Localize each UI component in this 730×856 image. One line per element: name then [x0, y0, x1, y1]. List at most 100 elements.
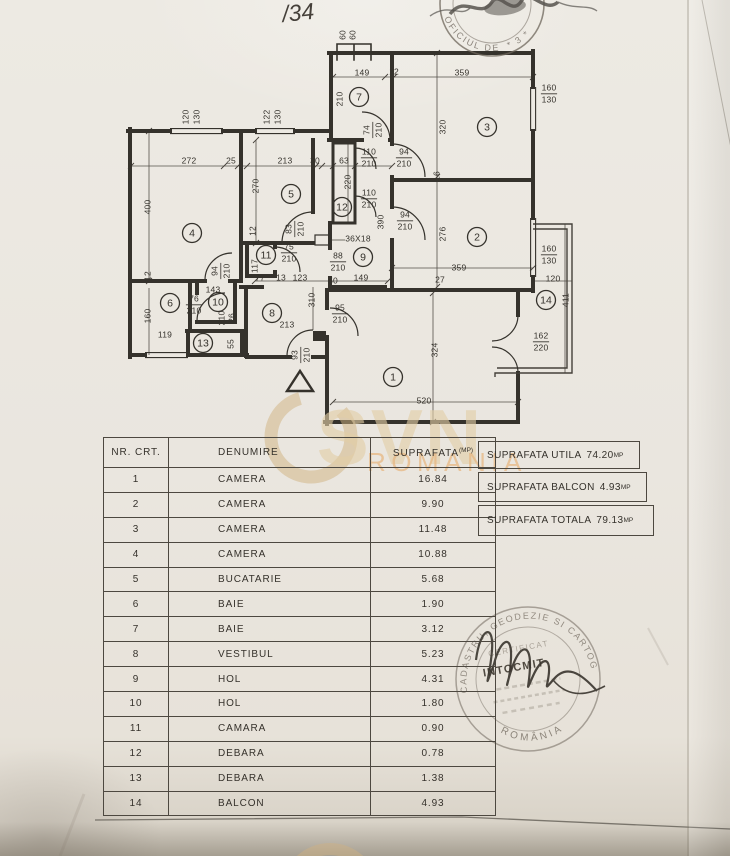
- dimension-label: 117: [249, 259, 259, 273]
- svg-text:359: 359: [455, 67, 470, 77]
- svg-text:130: 130: [272, 110, 282, 125]
- svg-text:210: 210: [398, 222, 413, 232]
- dimension-tick: [381, 73, 389, 81]
- room-area-cell: 4.93: [370, 790, 496, 817]
- dimension-label: 310: [306, 293, 316, 308]
- svg-text:411: 411: [560, 293, 570, 307]
- svg-text:210: 210: [362, 159, 377, 169]
- svg-text:12: 12: [247, 226, 257, 236]
- dimension-label: 119: [158, 329, 172, 339]
- room-number-circle: 10: [207, 291, 229, 313]
- svg-text:10: 10: [212, 297, 224, 309]
- room-name-cell: DEBARA: [168, 765, 371, 792]
- room-area-cell: 1.80: [370, 691, 496, 717]
- svg-text:320: 320: [437, 120, 447, 135]
- room-number-circle: 9: [352, 246, 374, 268]
- svg-text:210: 210: [222, 264, 232, 279]
- room-name-cell: CAMERA: [168, 491, 371, 518]
- room-number-circle: 3: [476, 116, 498, 138]
- room-area-cell: 9.90: [370, 491, 496, 518]
- room-area-cell: 1.90: [370, 591, 496, 618]
- svg-text:30: 30: [310, 155, 320, 165]
- dimension-label: 270: [250, 179, 260, 194]
- room-name-cell: HOL: [168, 691, 371, 717]
- svg-text:36X18: 36X18: [345, 233, 371, 243]
- room-number-circle: 13: [192, 332, 214, 354]
- room-number-cell: 12: [103, 740, 169, 767]
- room-name-cell: BALCON: [168, 790, 371, 817]
- svg-text:60: 60: [337, 30, 347, 40]
- dimension-tick: [251, 277, 259, 285]
- room-name-cell: BAIE: [168, 591, 371, 618]
- balcon-value: 4.93: [599, 481, 621, 493]
- dimension-label: 272: [182, 155, 197, 165]
- svg-text:210: 210: [296, 222, 306, 237]
- svg-text:11: 11: [261, 250, 272, 262]
- svg-text:149: 149: [355, 67, 370, 77]
- room-number-cell: 7: [103, 616, 169, 643]
- room-number-circle: 5: [280, 183, 302, 205]
- room-number-cell: 9: [103, 666, 169, 693]
- totala-unit: MP: [623, 517, 634, 524]
- dimension-label: 36X18: [345, 233, 371, 243]
- svg-text:63: 63: [339, 155, 349, 165]
- svg-text:93: 93: [290, 350, 300, 360]
- svg-text:210: 210: [333, 315, 348, 325]
- room-number-cell: 13: [103, 765, 169, 792]
- svg-text:210: 210: [331, 263, 346, 273]
- svg-text:400: 400: [142, 200, 152, 215]
- room-name-cell: BUCATARIE: [168, 566, 371, 593]
- svg-text:130: 130: [542, 256, 557, 266]
- room-number-cell: 1: [103, 467, 169, 493]
- svg-text:60: 60: [347, 30, 357, 40]
- room-area-cell: 11.48: [370, 516, 496, 543]
- handwritten-note: /34: [279, 0, 316, 27]
- svg-text:8: 8: [269, 308, 275, 320]
- utila-unit: MP: [613, 451, 624, 459]
- dimension-label: 210: [334, 92, 344, 107]
- svg-text:25: 25: [226, 155, 236, 165]
- room-area-cell: 0.90: [370, 715, 496, 742]
- room-name-cell: BAIE: [168, 616, 371, 643]
- svg-text:210: 210: [302, 348, 312, 363]
- room-number-cell: 3: [103, 516, 169, 543]
- room-area-cell: 4.31: [370, 666, 496, 693]
- svg-text:83: 83: [284, 224, 294, 234]
- room-number-circle: 7: [348, 86, 370, 108]
- svg-text:12: 12: [389, 66, 399, 76]
- room-name-cell: HOL: [168, 666, 371, 693]
- dimension-label: 390: [375, 215, 385, 230]
- svg-text:390: 390: [375, 215, 385, 230]
- dimension-label: 320: [437, 120, 447, 135]
- dimension-label: 210: [216, 311, 226, 326]
- svg-text:94: 94: [399, 147, 409, 157]
- svg-text:210: 210: [216, 311, 226, 326]
- room-name-cell: DEBARA: [168, 740, 371, 767]
- balcon-label: SUPRAFATA BALCON: [487, 481, 595, 493]
- svg-text:123: 123: [293, 272, 308, 282]
- dimension-label: 12: [247, 226, 257, 236]
- dimension-label: 120: [180, 110, 190, 125]
- room-name-cell: CAMERA: [168, 516, 371, 543]
- svg-text:75: 75: [284, 242, 294, 252]
- dimension-label: 26: [226, 313, 236, 323]
- totala-label: SUPRAFATA TOTALA: [487, 515, 592, 526]
- svg-text:162: 162: [534, 331, 549, 341]
- room-area-cell: 1.38: [370, 765, 496, 792]
- dimension-label: 130: [191, 110, 201, 125]
- dimension-label: 27: [435, 274, 445, 284]
- dimension-label: 12: [389, 66, 399, 76]
- room-number-circle: 11: [255, 244, 277, 266]
- room-number-circle: 1: [382, 366, 404, 388]
